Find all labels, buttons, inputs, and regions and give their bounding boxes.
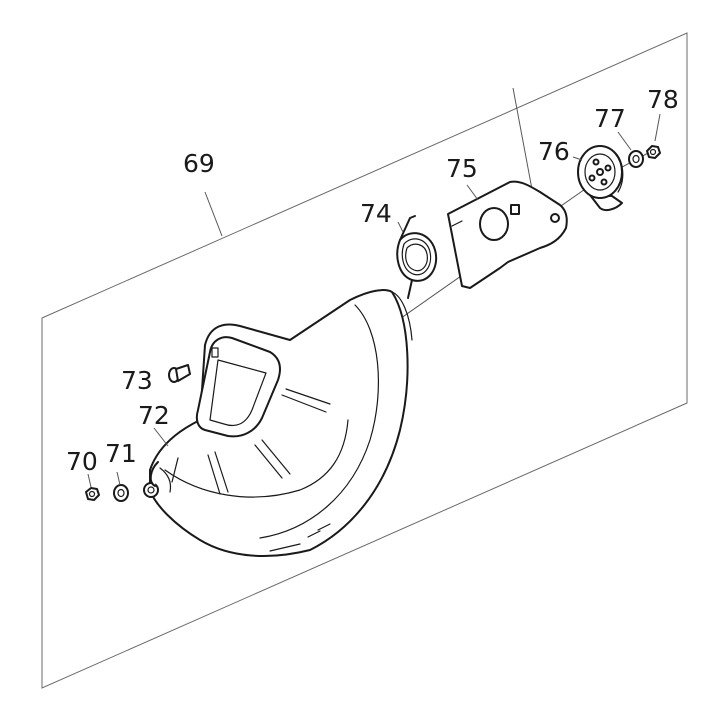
part-73-pin	[168, 364, 191, 383]
guard-slot	[159, 467, 172, 493]
part-76-flange	[577, 145, 624, 212]
guard-tab	[211, 347, 219, 358]
callout-75: 75	[446, 154, 478, 183]
plate-center-hole	[479, 207, 509, 241]
callout-76: 76	[538, 137, 570, 166]
guard-vent-3	[269, 543, 301, 552]
guard-rib-5	[214, 451, 229, 493]
callout-71: 71	[105, 439, 137, 468]
washer-outer	[113, 484, 129, 502]
callout-70: 70	[66, 447, 98, 476]
flange-center	[596, 168, 604, 176]
part-75-plate	[447, 180, 568, 289]
washer-inner	[117, 488, 125, 498]
pin-shank	[175, 364, 191, 382]
spring-coil-1	[401, 238, 432, 276]
flange-rim-shade	[611, 149, 624, 193]
guard-floor-edge	[164, 419, 349, 498]
guard-rib-3	[261, 439, 291, 475]
callout-77: 77	[594, 104, 626, 133]
leader-72	[153, 427, 169, 447]
blade-guard	[143, 289, 413, 557]
nut-78-body	[646, 145, 661, 159]
plate-notch	[451, 220, 463, 227]
nut-body	[85, 487, 100, 501]
blade-guard-rim	[259, 304, 380, 539]
callout-72: 72	[138, 401, 170, 430]
leader-69	[204, 191, 223, 237]
guard-vent-2	[307, 530, 321, 538]
assembly-frame	[41, 32, 688, 689]
spring-arm-lower	[407, 279, 413, 299]
guard-pivot-boss	[143, 482, 159, 498]
leader-70	[87, 473, 92, 488]
leader-74	[397, 221, 404, 233]
washer-77-inner	[632, 154, 640, 164]
callout-74: 74	[360, 199, 392, 228]
callout-78: 78	[647, 85, 679, 114]
guard-rib-4	[254, 444, 283, 479]
blade-guard-rim-outer	[391, 291, 413, 341]
part-71-washer	[113, 484, 129, 502]
part-72-clip	[149, 461, 159, 487]
plate-small-hole	[550, 213, 560, 223]
nut-hole	[88, 490, 96, 498]
guard-rib-6	[207, 454, 221, 495]
part-74-spring	[396, 215, 438, 299]
plate-body	[447, 180, 568, 289]
guard-rib-1	[281, 394, 327, 413]
flange-bolt-2	[604, 164, 612, 172]
flange-bolt-1	[592, 158, 600, 166]
part-70-nut	[85, 487, 100, 501]
spring-coil-2	[405, 243, 428, 272]
callout-73: 73	[121, 366, 153, 395]
part-77-washer	[628, 150, 644, 168]
leader-78	[654, 113, 661, 142]
guard-rib-2	[285, 388, 331, 405]
guard-vent-1	[317, 523, 331, 531]
guard-rib-7	[171, 457, 179, 483]
window-inner-edge	[209, 359, 267, 427]
flange-bolt-4	[588, 174, 596, 182]
leader-76	[572, 156, 583, 161]
leader-75	[466, 184, 479, 201]
part-78-nut	[646, 145, 661, 159]
leader-71	[116, 471, 121, 486]
callout-69: 69	[183, 149, 215, 178]
flange-face	[584, 153, 616, 191]
spring-arm-upper	[399, 215, 416, 241]
washer-77-outer	[628, 150, 644, 168]
nut-78-hole	[649, 148, 657, 156]
plate-stud	[510, 204, 520, 215]
leader-77	[617, 131, 632, 151]
flange-bolt-3	[600, 178, 608, 186]
blade-guard-shell	[149, 289, 409, 557]
guard-pivot-hole	[147, 486, 155, 494]
